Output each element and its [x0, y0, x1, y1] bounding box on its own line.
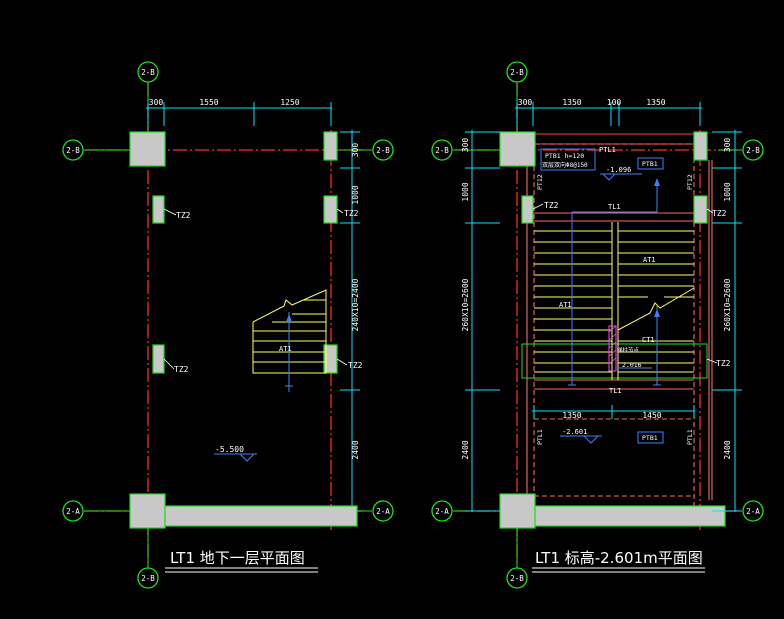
left-plan-title: LT1 地下一层平面图	[170, 549, 305, 567]
left-dim-1250: 1250	[280, 98, 299, 107]
left-plan: 300 1550 1250 300 1000 240X10=2400 2400	[84, 82, 372, 573]
right-rebar-note: 双层双向Φ8@150	[542, 161, 588, 169]
axis-label-right-a: 2-A	[746, 507, 760, 516]
right-right-dim-300: 300	[723, 138, 732, 153]
left-side-dim-2400a: 240X10=2400	[351, 278, 360, 331]
right-tl1-top: TL1	[608, 203, 621, 211]
right-mid-dim-1450: 1450	[642, 411, 661, 420]
right-ptb1-bot: PTB1	[642, 434, 658, 442]
right-beams	[526, 133, 713, 506]
left-dim-300: 300	[149, 98, 164, 107]
right-right-dim-1000: 1000	[723, 182, 732, 201]
right-level-mid: 2.016	[622, 361, 642, 369]
left-at1-label: AT1	[279, 345, 292, 353]
right-mid-dim-1350: 1350	[562, 411, 581, 420]
axis-label-mid-b-right: 2-B	[435, 146, 449, 155]
right-ptl1-top: PTL1	[599, 146, 616, 154]
left-tz2-a: TZ2	[176, 211, 191, 220]
left-columns	[129, 131, 358, 529]
left-tz2-c: TZ2	[174, 365, 189, 374]
left-tz2-b: TZ2	[344, 209, 359, 218]
axis-label-bot-left: 2-B	[141, 574, 155, 583]
axis-label-mid-a-left: 2-A	[376, 507, 390, 516]
left-tz2-d: TZ2	[348, 361, 363, 370]
axis-label-left-a: 2-A	[66, 507, 80, 516]
right-plan: 300 1350 100 1350 1350 1450 300 1000 260…	[453, 82, 742, 573]
axis-label-bot-right: 2-B	[510, 574, 524, 583]
right-dim-100: 100	[607, 98, 622, 107]
right-pt12-right: PT12	[686, 174, 694, 190]
right-right-dim-2400: 2400	[723, 440, 732, 459]
right-left-dim-2400: 2400	[461, 440, 470, 459]
right-right-dim-2600: 260X10=2600	[723, 278, 732, 331]
left-axis-lines	[85, 82, 365, 568]
left-side-dim-2400b: 2400	[351, 440, 360, 459]
right-left-dim-300: 300	[461, 138, 470, 153]
right-tz2-b: TZ2	[712, 209, 727, 218]
right-core-note: 梯柱节点	[617, 346, 640, 354]
right-level-top: -1.096	[606, 166, 631, 174]
left-level-text: -5.500	[215, 445, 244, 454]
right-dim-1350b: 1350	[646, 98, 665, 107]
right-dim-300: 300	[518, 98, 533, 107]
axis-label-right-b: 2-B	[746, 146, 760, 155]
axis-label-mid-b-left: 2-B	[376, 146, 390, 155]
right-tz2-c: TZ2	[716, 359, 731, 368]
axis-label-top-right: 2-B	[510, 68, 524, 77]
left-top-dimension	[146, 102, 332, 126]
right-ct1: CT1	[642, 336, 655, 344]
right-plan-title: LT1 标高-2.601m平面图	[535, 549, 703, 567]
axis-label-left-b: 2-B	[66, 146, 80, 155]
right-stair-flights	[534, 222, 695, 380]
right-ptl1-bl: PTL1	[536, 429, 544, 445]
right-dim-1350a: 1350	[562, 98, 581, 107]
right-tz2-a: TZ2	[544, 201, 559, 210]
right-ptb1-note: PTB1 h=120	[545, 152, 584, 160]
right-ptb1-top: PTB1	[642, 160, 658, 168]
right-pt12-left: PT12	[536, 174, 544, 190]
axis-label-top-left: 2-B	[141, 68, 155, 77]
right-tl1-bot: TL1	[609, 387, 622, 395]
right-columns	[499, 131, 726, 529]
axis-bubbles	[62, 61, 764, 589]
left-side-dim-1000: 1000	[351, 185, 360, 204]
right-left-dim-2600: 260X10=2600	[461, 278, 470, 331]
axis-label-mid-a-right: 2-A	[435, 507, 449, 516]
left-side-dim-300: 300	[351, 143, 360, 158]
right-at1-a: AT1	[643, 256, 656, 264]
right-left-dim-1000: 1000	[461, 182, 470, 201]
left-dim-1550: 1550	[199, 98, 218, 107]
right-ptl1-br: PTL1	[686, 429, 694, 445]
right-level-bot: -2.601	[562, 428, 587, 436]
right-at1-b: AT1	[559, 301, 572, 309]
